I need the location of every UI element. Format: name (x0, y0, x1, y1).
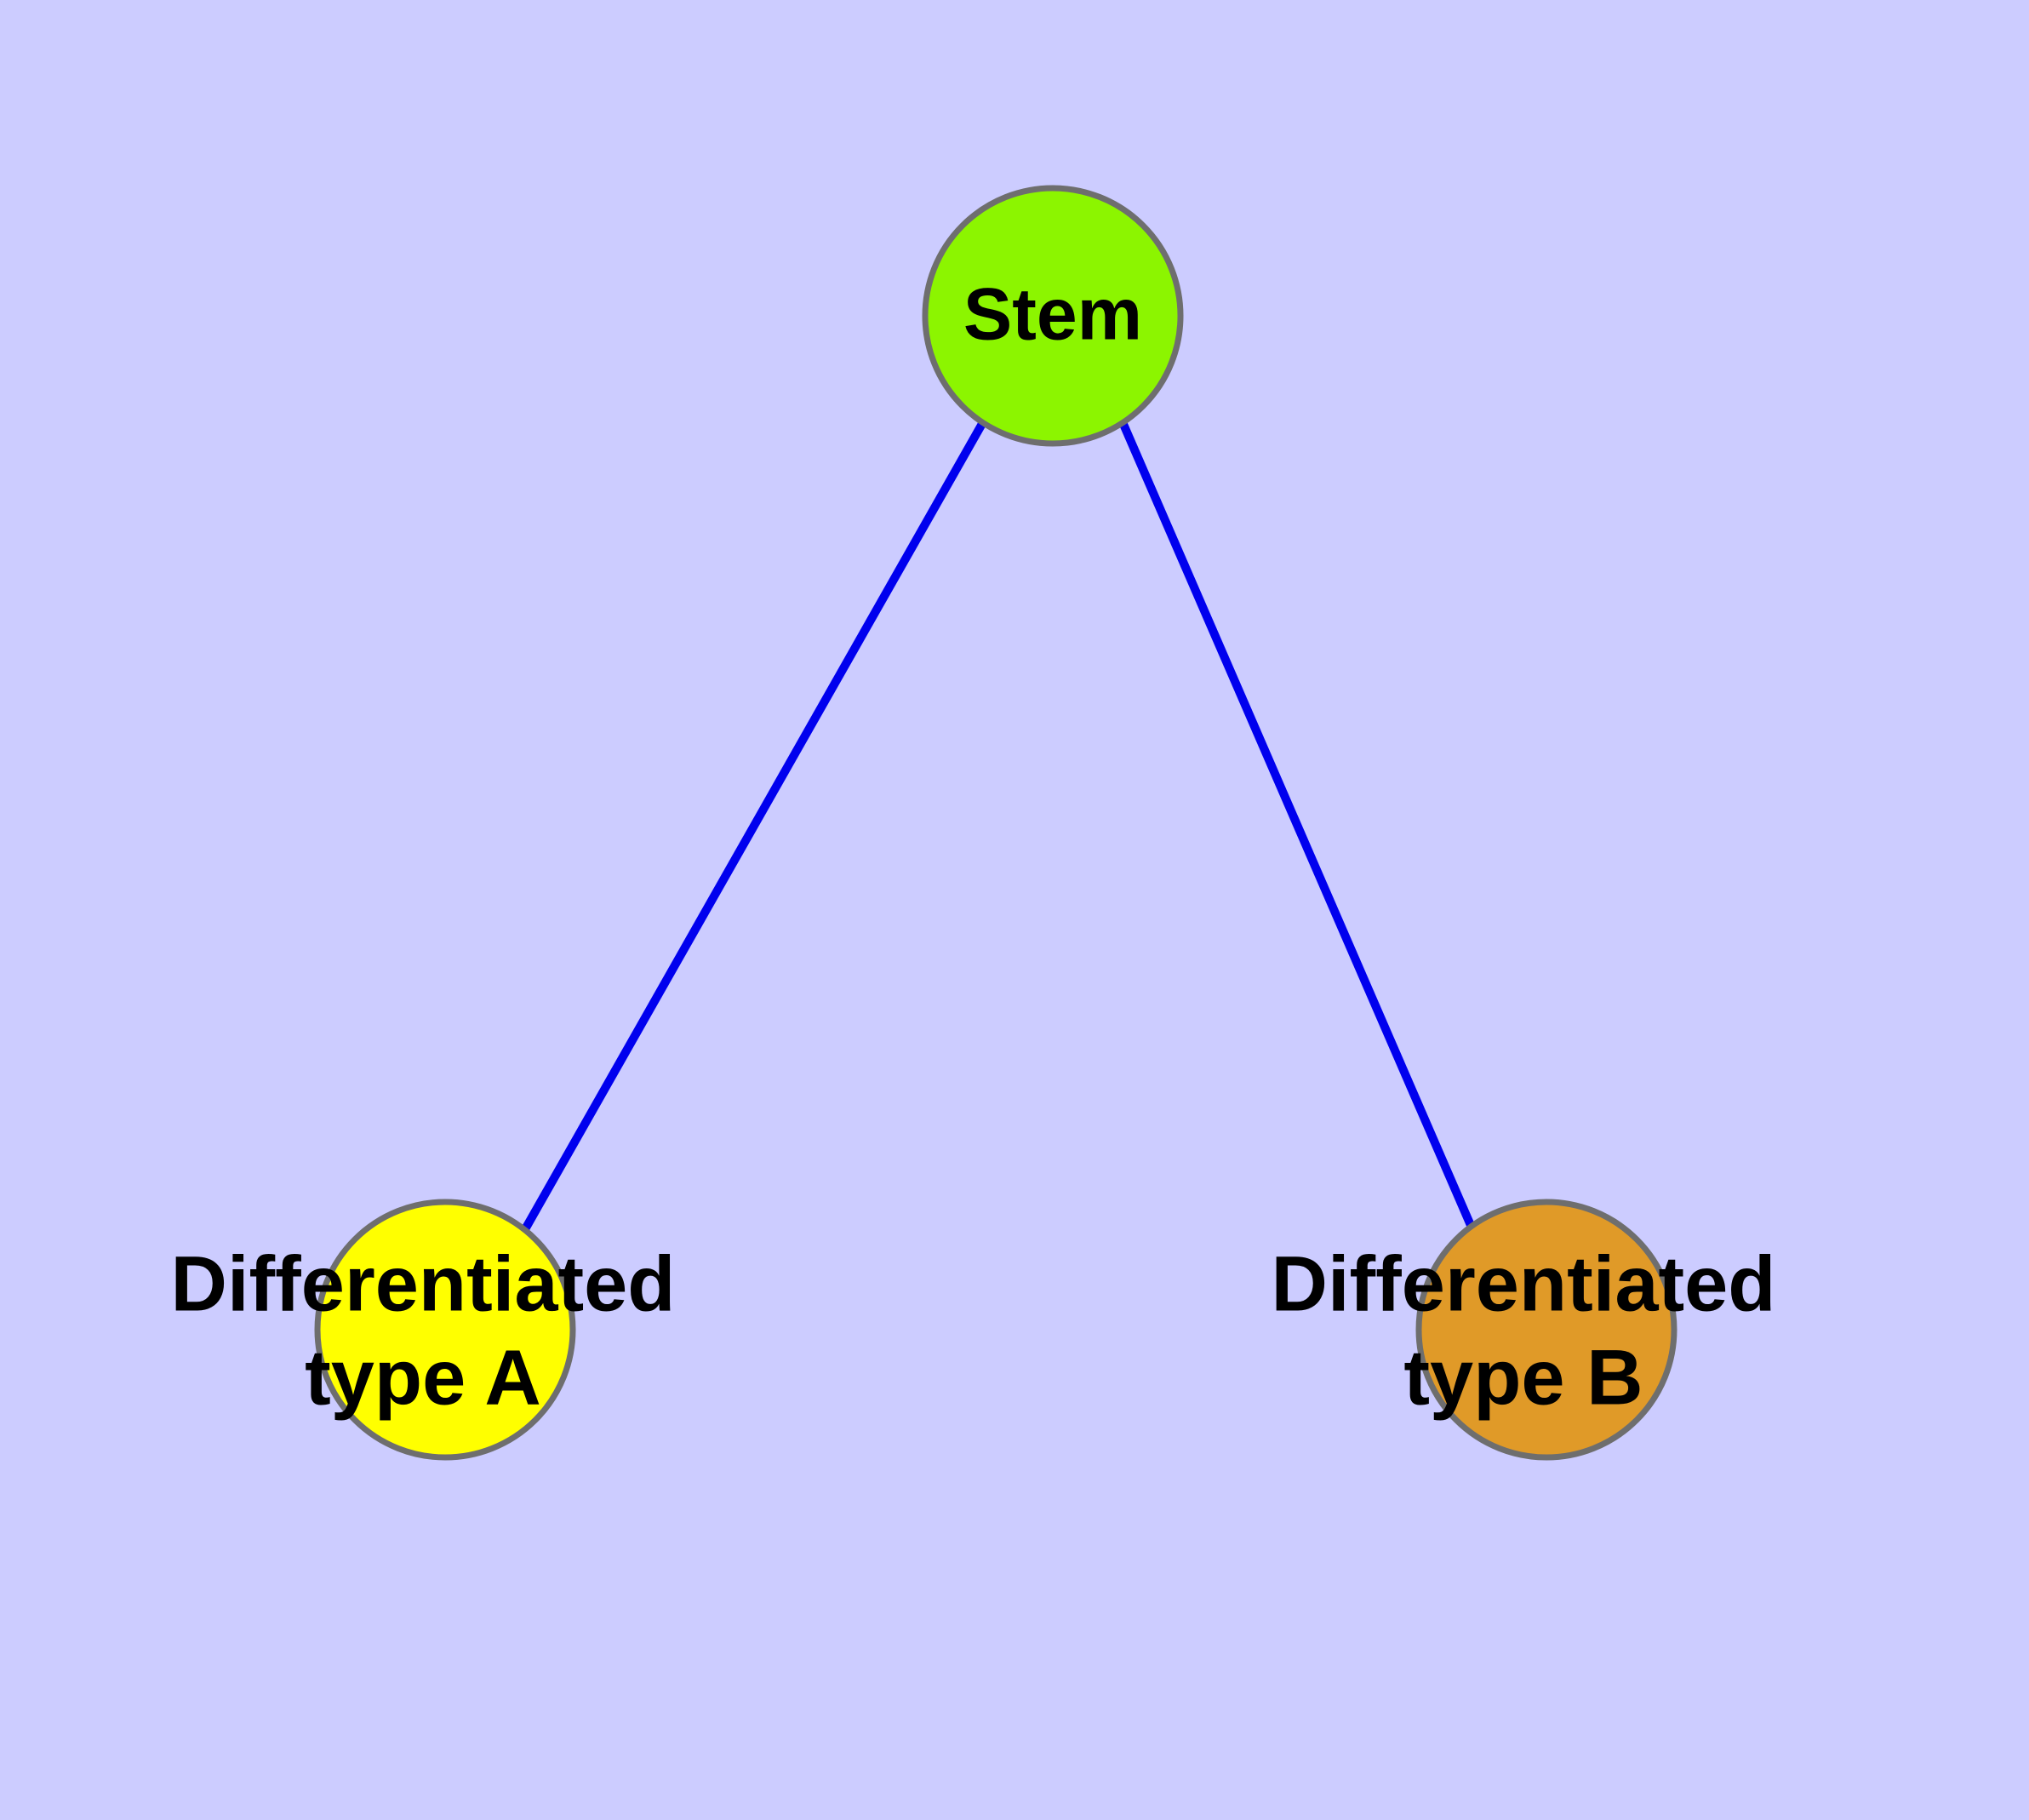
node-label-stem: Stem (963, 274, 1142, 356)
node-label-differentiated-type-a-line2: type A (305, 1334, 541, 1421)
node-label-differentiated-type-b-line2: type B (1403, 1334, 1643, 1421)
node-label-differentiated-type-b-line1: Differentiated (1272, 1240, 1776, 1327)
edge-stem-to-differentiated-type-a[interactable] (521, 420, 987, 1232)
node-stem[interactable] (922, 185, 1184, 447)
node-layer (314, 185, 1677, 1461)
node-differentiated-type-b[interactable] (1415, 1199, 1677, 1461)
edge-stem-to-differentiated-type-b[interactable] (1118, 421, 1477, 1231)
node-label-differentiated-type-a-line1: Differentiated (171, 1240, 676, 1327)
node-differentiated-type-a[interactable] (314, 1199, 576, 1461)
label-layer: Stem Differentiated type A Differentiate… (171, 274, 1776, 1422)
edge-layer (521, 420, 1477, 1232)
